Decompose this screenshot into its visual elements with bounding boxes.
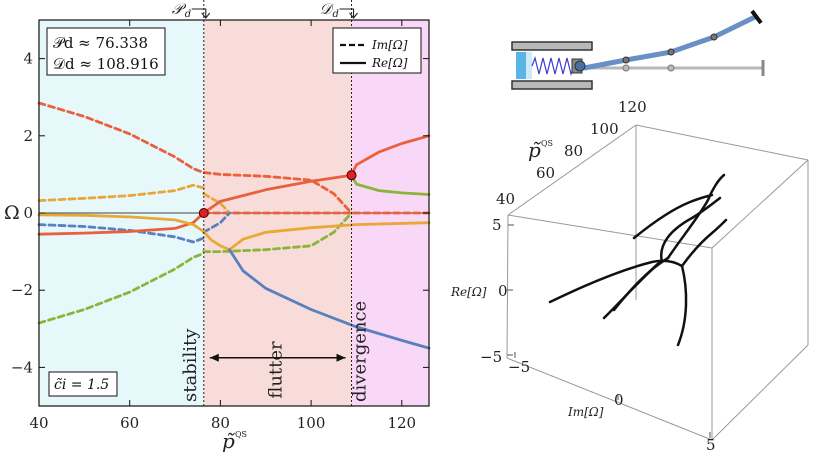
y-tick-label-1: −2 xyxy=(11,281,33,299)
p-tick-60: 60 xyxy=(536,164,555,182)
p-tick-120: 120 xyxy=(618,98,647,116)
series-line-10 xyxy=(350,134,431,177)
region-label-flutter: flutter xyxy=(266,341,287,399)
series-line-14 xyxy=(228,221,431,252)
im-tick-neg5: −5 xyxy=(508,358,530,376)
x-axis-sup: QS xyxy=(235,430,247,439)
series-line-5 xyxy=(202,211,231,234)
x-tick-label-1: 60 xyxy=(120,414,139,432)
y-tick-label-3: 2 xyxy=(23,127,33,145)
p-tick-80: 80 xyxy=(564,142,583,160)
spring xyxy=(531,55,575,77)
x-axis-label: p̃ xyxy=(222,429,235,453)
param-label: c̃i = 1.5 xyxy=(54,377,109,393)
critical-point-0 xyxy=(198,208,209,218)
fluid-block xyxy=(516,52,526,79)
p-tick-40: 40 xyxy=(496,190,515,208)
re-tick-neg5: −5 xyxy=(480,348,502,366)
threshold-sub-1: d xyxy=(333,9,339,20)
param-box xyxy=(48,371,118,397)
series-line-6 xyxy=(37,252,206,325)
info-box-line-0: 𝒫d ≈ 76.338 xyxy=(53,34,148,52)
region-label-divergence: divergence xyxy=(350,301,371,402)
series-line-9 xyxy=(202,173,353,215)
y-tick-label-2: 0 xyxy=(23,204,33,222)
deformed-rod xyxy=(583,13,759,71)
im-axis-label: Im[Ω] xyxy=(567,405,604,419)
x-tick-label-3: 100 xyxy=(297,414,326,432)
x-tick-label-2: 80 xyxy=(211,414,230,432)
p-tick-100: 100 xyxy=(590,120,619,138)
critical-point-1 xyxy=(346,170,357,181)
series-line-2 xyxy=(37,183,206,203)
threshold-sub-0: d xyxy=(185,9,191,20)
y-tick-label-0: −4 xyxy=(11,358,33,376)
series-line-7 xyxy=(202,211,353,254)
flutter-arrow-head-right xyxy=(336,353,346,362)
legend-label-1: Re[Ω] xyxy=(371,56,408,70)
im-tick-5: 5 xyxy=(706,436,716,454)
info-box-line-1: 𝒟d ≈ 108.916 xyxy=(53,55,159,73)
threshold-arrow-1 xyxy=(339,8,358,19)
re-axis-label: Re[Ω] xyxy=(450,285,487,299)
info-box xyxy=(46,27,166,76)
region-label-stability: stability xyxy=(180,328,201,402)
series-line-12 xyxy=(37,213,206,233)
p-axis-label: p̃ xyxy=(528,138,541,162)
series-line-8 xyxy=(37,211,206,236)
legend-label-0: Im[Ω] xyxy=(371,38,408,52)
x-tick-label-0: 40 xyxy=(29,414,48,432)
flutter-arrow-head-left xyxy=(209,353,219,362)
im-tick-0: 0 xyxy=(614,391,624,409)
series-line-3 xyxy=(202,192,231,215)
threshold-label-1: 𝒟 xyxy=(320,0,335,18)
p-axis-sup: QS xyxy=(541,139,553,148)
series-line-15 xyxy=(228,248,431,350)
series-line-11 xyxy=(350,173,431,196)
series-line-4 xyxy=(37,223,206,244)
mechanical-schematic xyxy=(511,9,765,90)
legend-box xyxy=(332,27,422,74)
re-tick-0: 0 xyxy=(498,282,508,300)
re-tick-5: 5 xyxy=(492,216,502,234)
y-axis-label: Ω xyxy=(4,202,20,224)
x-tick-label-4: 120 xyxy=(387,414,416,432)
threshold-arrow-0 xyxy=(191,8,211,19)
series-line-13 xyxy=(202,230,231,252)
y-tick-label-4: 4 xyxy=(23,50,33,68)
3d-projection-plot: 120 100 80 60 40 5 0 −5 −5 0 5 p̃ QS Re[… xyxy=(450,98,809,454)
